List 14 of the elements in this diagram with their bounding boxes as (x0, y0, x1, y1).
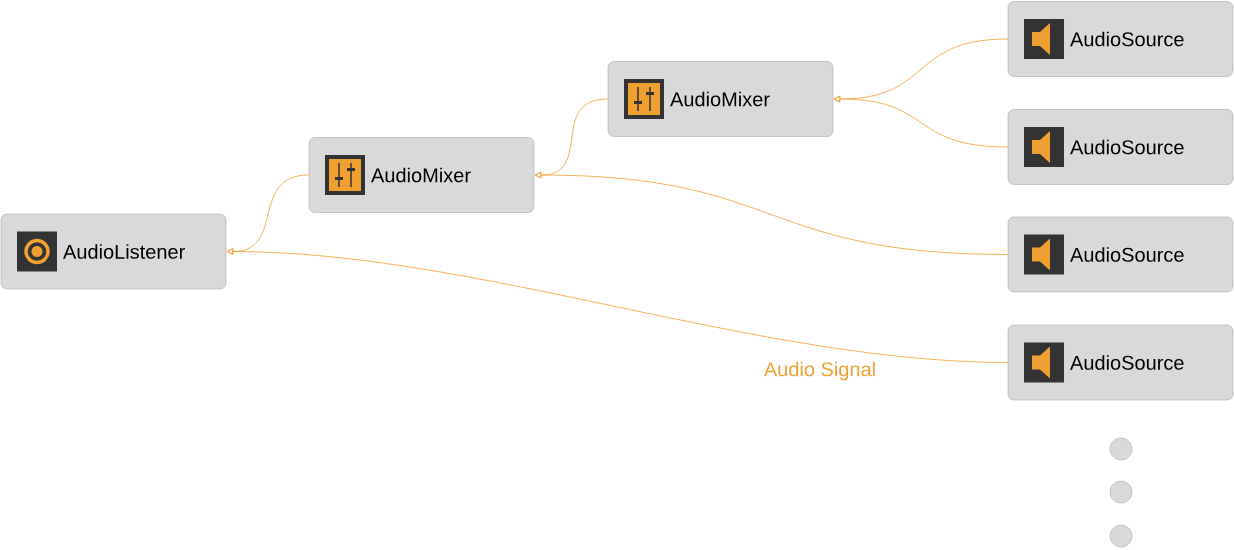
placeholder-dot (1109, 524, 1133, 548)
component-box: AudioSource (1007, 109, 1234, 185)
signal-arrow (226, 248, 1009, 363)
signal-arrow (833, 95, 1009, 148)
edge-label: Audio Signal (762, 360, 878, 382)
component-box: AudioMixer (607, 61, 834, 137)
component-box: AudioSource (1007, 324, 1234, 401)
component-box: AudioSource (1007, 216, 1234, 293)
component-box: AudioMixer (308, 137, 535, 213)
component-box: AudioListener (0, 213, 227, 290)
signal-arrow (534, 171, 1009, 255)
component-box: AudioSource (1007, 1, 1234, 77)
placeholder-dot (1109, 437, 1133, 461)
placeholder-dot (1109, 480, 1133, 504)
